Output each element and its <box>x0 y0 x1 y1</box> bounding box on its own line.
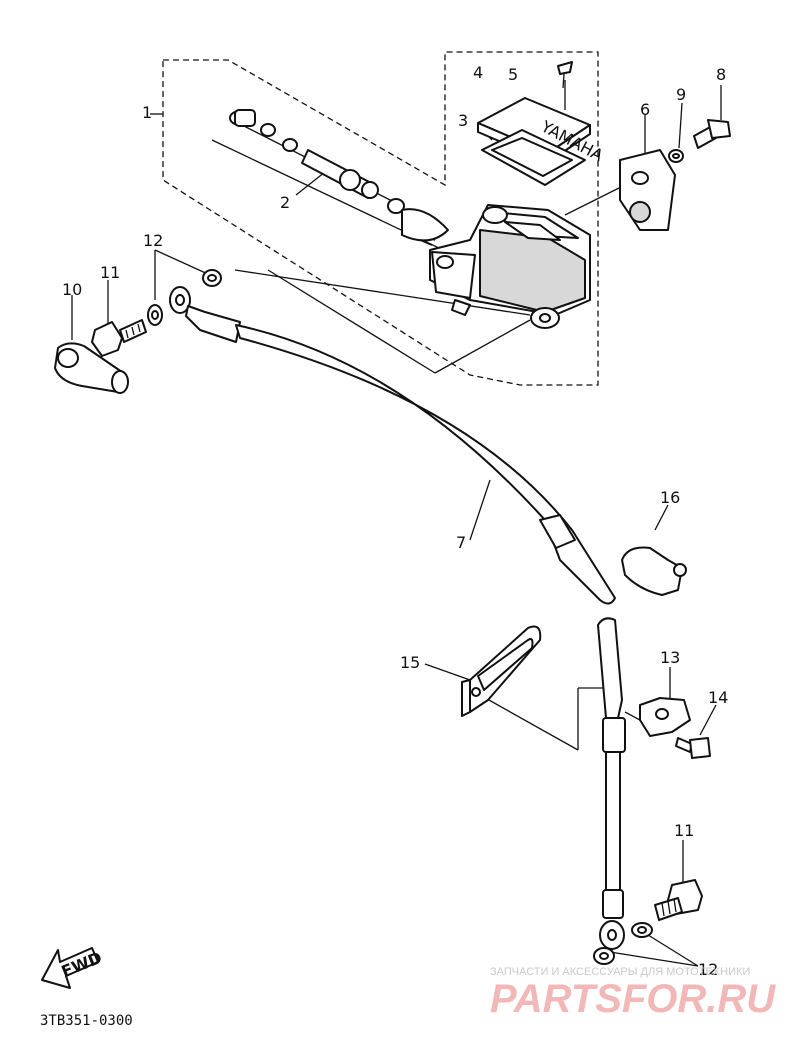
washer-12-bottom-b <box>593 947 615 965</box>
callout-15: 15 <box>400 653 420 672</box>
callout-7: 7 <box>456 533 466 552</box>
reservoir-diaphragm <box>481 129 586 186</box>
watermark-brand: PARTSFOR.RU <box>490 977 776 1021</box>
washer-12-bottom-a <box>631 922 653 938</box>
callouts: 1 2 3 4 5 6 7 8 9 10 11 12 13 14 15 16 1… <box>62 63 728 979</box>
watermark: ЗАПЧАСТИ И АКСЕССУАРЫ ДЛЯ МОТОТЕХНИКИ PA… <box>490 966 776 1021</box>
washer-9 <box>668 149 684 163</box>
callout-8: 8 <box>716 65 726 84</box>
cap-screw <box>557 61 573 89</box>
washer-12-top-b <box>202 269 222 287</box>
callout-16: 16 <box>660 488 680 507</box>
piston-kit <box>229 109 449 246</box>
callout-11-bottom: 11 <box>674 821 694 840</box>
callout-14: 14 <box>708 688 728 707</box>
drawing-code: 3TB351-0300 <box>40 1013 133 1029</box>
callout-9: 9 <box>676 85 686 104</box>
callout-13: 13 <box>660 648 680 667</box>
callout-12-top: 12 <box>143 231 163 250</box>
washer-12-top-a <box>147 304 163 326</box>
callout-5: 5 <box>508 65 518 84</box>
hose-holder-13 <box>639 697 691 737</box>
hose-clamp-16 <box>621 546 687 596</box>
callout-6: 6 <box>640 100 650 119</box>
callout-11-top: 11 <box>100 263 120 282</box>
watermark-tagline: ЗАПЧАСТИ И АКСЕССУАРЫ ДЛЯ МОТОТЕХНИКИ <box>490 966 750 978</box>
bolt-8 <box>693 119 731 149</box>
callout-10: 10 <box>62 280 82 299</box>
bolt-14 <box>675 737 711 759</box>
banjo-fitting-10 <box>54 342 129 394</box>
callout-4: 4 <box>473 63 483 82</box>
callout-3: 3 <box>458 111 468 130</box>
callout-2: 2 <box>280 193 290 212</box>
banjo-bolt-11-bottom <box>654 879 703 921</box>
callout-1: 1 <box>142 103 152 122</box>
banjo-bolt-11-top <box>91 319 147 357</box>
hose-bracket-15 <box>461 625 542 717</box>
callout-12-bottom: 12 <box>698 960 718 979</box>
master-cylinder-body <box>429 204 591 329</box>
lever-bracket <box>619 149 676 231</box>
assembly-boundary <box>162 51 599 386</box>
brake-hose <box>169 286 626 950</box>
fwd-arrow-icon: FWD <box>41 947 105 989</box>
